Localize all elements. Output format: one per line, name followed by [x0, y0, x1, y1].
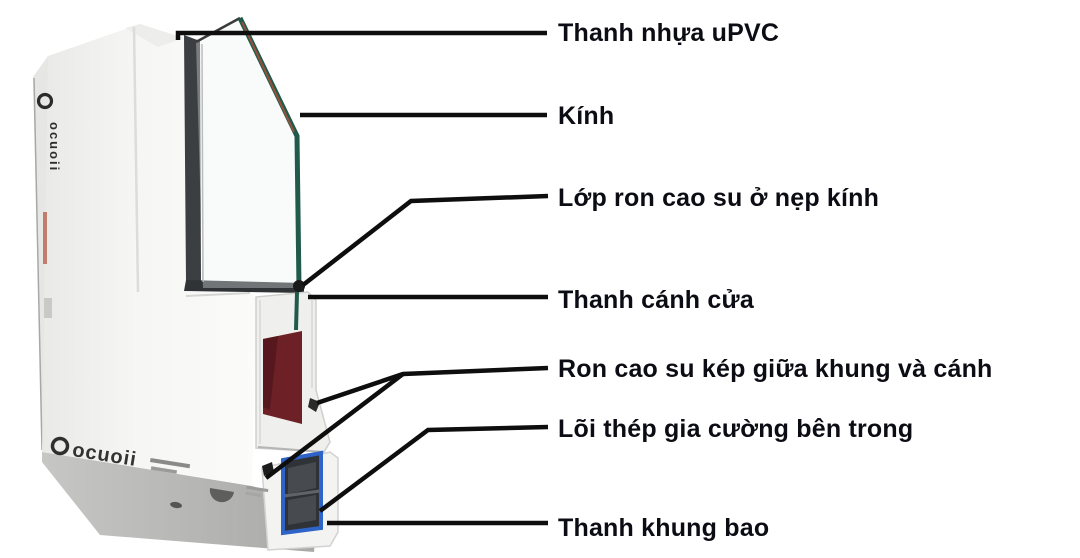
- leader-lines: [175, 30, 549, 526]
- front-face-stamps: [150, 458, 191, 474]
- profile-front-face: [42, 24, 256, 486]
- profile-underside: [42, 452, 318, 552]
- sash-cross-section: [255, 291, 331, 453]
- glass-glazing-tape: [241, 21, 295, 133]
- front-logo-ring-icon: [50, 436, 70, 456]
- front-face-crease: [132, 26, 140, 293]
- leader-steel-core: [318, 424, 549, 513]
- front-face-smudge: [170, 501, 182, 509]
- glass-edge-in-pocket: [294, 291, 299, 331]
- steel-core-slat-bottom: [288, 495, 316, 525]
- glass-face: [196, 18, 300, 288]
- label-double-gasket: Ron cao su kép giữa khung và cánh: [558, 355, 993, 383]
- glass-pane: [195, 16, 305, 292]
- label-frame-bar: Thanh khung bao: [558, 514, 770, 542]
- label-steel-core: Lõi thép gia cường bên trong: [558, 415, 914, 443]
- watermark-text-marks: [245, 485, 269, 498]
- leader-double-gasket-a: [316, 365, 549, 406]
- side-logo-ring-icon: [36, 92, 54, 110]
- label-glazing-bead-gasket: Lớp ron cao su ở nẹp kính: [558, 184, 880, 212]
- ledge-shadow: [185, 292, 251, 297]
- steel-core-divider: [283, 489, 321, 498]
- side-small-sticker: [44, 298, 52, 318]
- label-upvc-bar: Thanh nhựa uPVC: [558, 19, 780, 47]
- label-sash-bar: Thanh cánh cửa: [558, 286, 754, 314]
- sash-chamber-red-shadow: [263, 336, 278, 410]
- watermark-halfdisc-icon: [209, 488, 234, 503]
- steel-core-blue-outline: [281, 450, 323, 536]
- profile-side-edge: [33, 77, 43, 451]
- leader-upvc-bar: [175, 30, 547, 40]
- frame-cross-section: [261, 450, 339, 551]
- label-glass: Kính: [558, 102, 615, 130]
- steel-core-slat-top: [288, 462, 316, 494]
- glazing-channel: [184, 35, 304, 293]
- leader-double-gasket-b: [264, 372, 405, 480]
- glass-top-edge: [195, 16, 241, 44]
- side-red-print: [43, 212, 47, 264]
- side-logo-text: ocuoii: [47, 122, 62, 172]
- profile-top-bevel: [125, 24, 184, 47]
- leader-glazing-bead-gasket: [301, 193, 549, 287]
- glazing-bead-gasket-point: [293, 280, 305, 292]
